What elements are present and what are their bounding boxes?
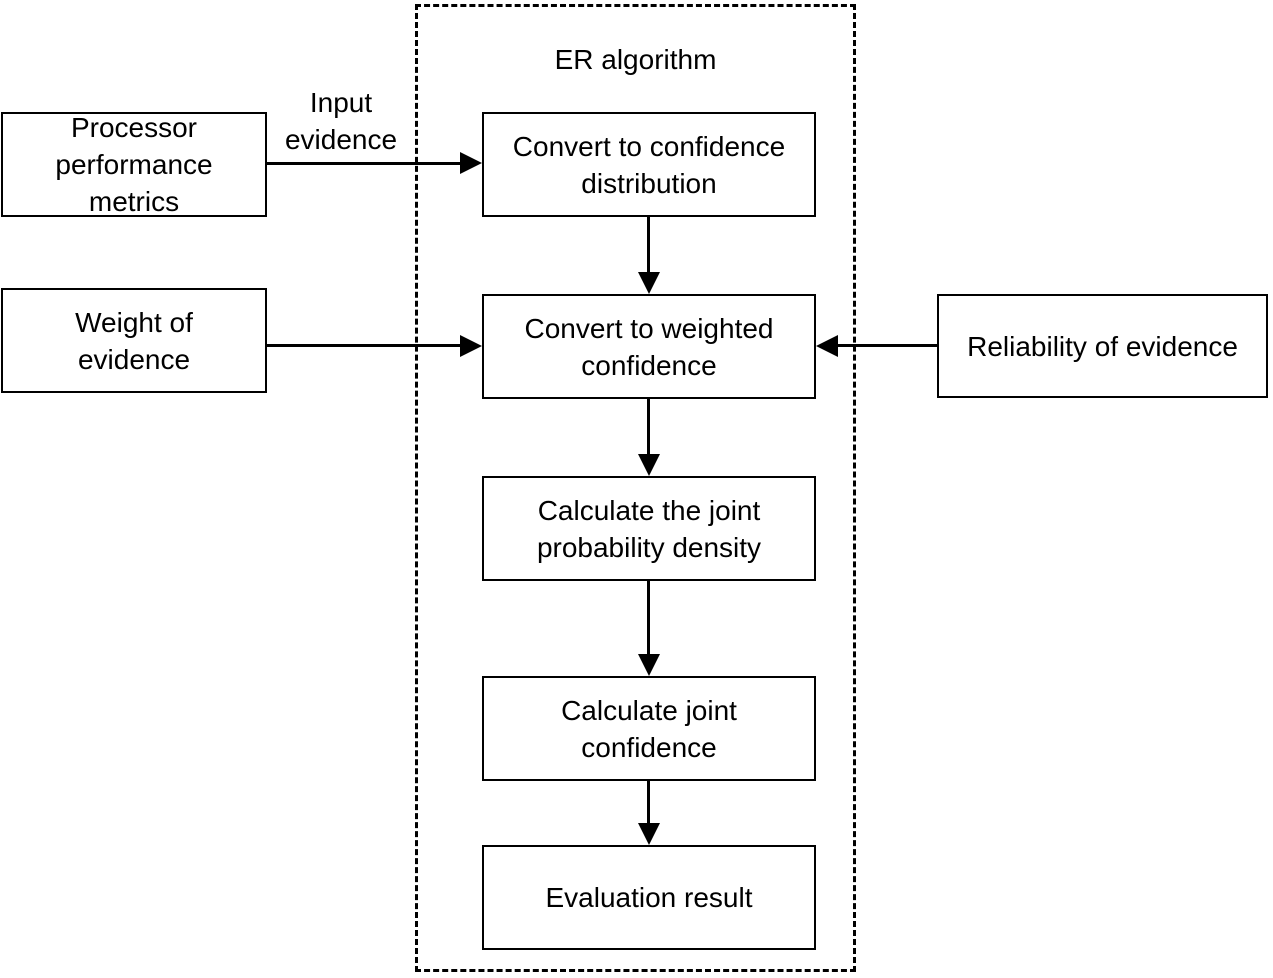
node-calculate-joint-probability-density: Calculate the joint probability density bbox=[482, 476, 816, 581]
arrow-confidence-to-result-head-icon bbox=[638, 823, 660, 845]
node-evaluation-result: Evaluation result bbox=[482, 845, 816, 950]
node-convert-to-confidence-distribution: Convert to confidence distribution bbox=[482, 112, 816, 217]
arrow-weight-to-weighted-line bbox=[267, 344, 464, 347]
arrow-weighted-to-probability-line bbox=[647, 398, 650, 454]
node-reliability-of-evidence: Reliability of evidence bbox=[937, 294, 1268, 398]
arrow-weighted-to-probability-head-icon bbox=[638, 454, 660, 476]
arrow-reliability-to-weighted-line bbox=[838, 344, 937, 347]
arrow-confidence-to-result-line bbox=[647, 780, 650, 823]
node-processor-performance-metrics: Processor performance metrics bbox=[1, 112, 267, 217]
arrow-reliability-to-weighted-head-icon bbox=[816, 335, 838, 357]
arrow-weight-to-weighted-head-icon bbox=[460, 335, 482, 357]
node-convert-to-weighted-confidence: Convert to weighted confidence bbox=[482, 294, 816, 399]
arrow-processor-to-convert-line bbox=[267, 162, 464, 165]
arrow-confidence-to-weighted-line bbox=[647, 216, 650, 272]
arrow-confidence-to-weighted-head-icon bbox=[638, 272, 660, 294]
er-algorithm-title: ER algorithm bbox=[554, 44, 717, 75]
arrow-processor-to-convert-head-icon bbox=[460, 152, 482, 174]
edge-label-input-evidence: Input evidence bbox=[284, 87, 398, 155]
node-weight-of-evidence: Weight of evidence bbox=[1, 288, 267, 393]
node-calculate-joint-confidence: Calculate joint confidence bbox=[482, 676, 816, 781]
arrow-probability-to-confidence-head-icon bbox=[638, 654, 660, 676]
arrow-probability-to-confidence-line bbox=[647, 580, 650, 654]
er-algorithm-dashed-container bbox=[415, 4, 856, 972]
